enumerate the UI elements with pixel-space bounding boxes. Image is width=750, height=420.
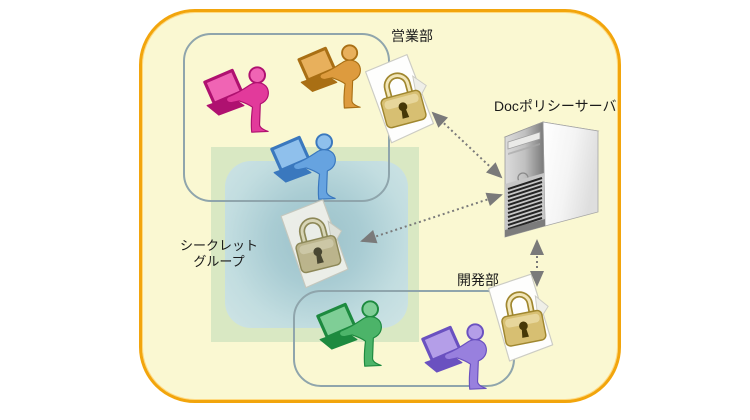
user-laptop-icon-green	[317, 301, 382, 367]
server-tower-icon	[503, 121, 600, 238]
user-laptop-icon-purple	[422, 324, 487, 390]
sales-group-label: 営業部	[391, 28, 433, 44]
user-laptop-icon-pink	[204, 67, 269, 133]
dev-group-label: 開発部	[457, 272, 499, 288]
secret-group-label: シークレット グループ	[179, 238, 259, 269]
server-base	[505, 219, 545, 237]
server-label: Docポリシーサーバ	[494, 98, 617, 114]
secret-group-label-line2: グループ	[193, 253, 245, 269]
user-laptop-icon-blue	[271, 134, 336, 200]
server-side-face	[542, 121, 599, 227]
server-vents	[507, 177, 543, 230]
server-drive-bay	[507, 131, 541, 150]
secret-group-label-line1: シークレット	[179, 238, 258, 253]
